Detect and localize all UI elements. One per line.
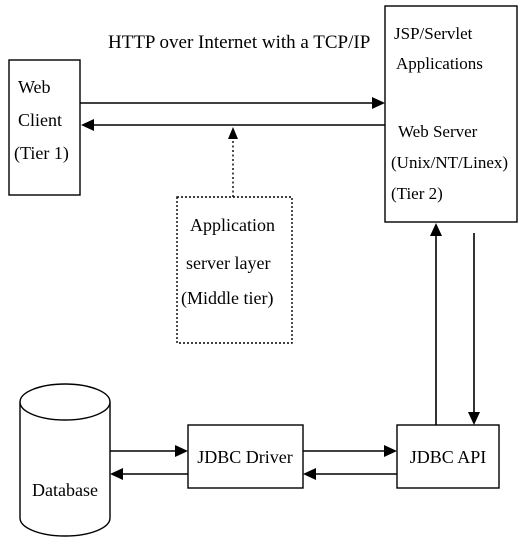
- jdbc-api-label: JDBC API: [410, 447, 487, 467]
- web-client-line-1: Web: [18, 77, 51, 97]
- application-server-box: [176, 196, 293, 344]
- jdbc-api-node: JDBC API: [396, 424, 500, 489]
- arrow-jdbc-api-to-server: [430, 223, 442, 425]
- jdbc-driver-box: [187, 424, 304, 489]
- web-server-line-2: Applications: [396, 54, 483, 73]
- arrow-driver-to-database: [110, 468, 188, 480]
- database-cylinder-top: [19, 383, 111, 421]
- arrow-app-server-to-link: [228, 127, 238, 197]
- application-server-node: Application server layer (Middle tier): [176, 196, 293, 344]
- jdbc-driver-label: JDBC Driver: [197, 447, 293, 467]
- protocol-label: HTTP over Internet with a TCP/IP: [108, 32, 370, 53]
- application-server-line-2: server layer: [186, 253, 270, 273]
- web-server-line-4: Web Server: [398, 122, 478, 141]
- web-server-line-5: (Unix/NT/Linex): [391, 153, 508, 172]
- arrow-api-to-driver: [303, 468, 397, 480]
- database-cylinder-body: [19, 402, 111, 537]
- web-client-box: [8, 59, 81, 196]
- database-label: Database: [32, 480, 98, 500]
- arrow-server-to-client: [81, 119, 385, 131]
- arrow-database-to-driver: [110, 445, 188, 457]
- jdbc-driver-node: JDBC Driver: [187, 424, 304, 489]
- web-client-node: Web Client (Tier 1): [8, 59, 81, 196]
- arrow-driver-to-api: [303, 445, 397, 457]
- web-client-line-2: Client: [18, 110, 62, 130]
- web-server-line-1: JSP/Servlet: [394, 24, 473, 43]
- web-client-line-3: (Tier 1): [14, 143, 69, 164]
- application-server-line-1: Application: [190, 215, 275, 235]
- arrow-client-to-server: [80, 97, 385, 109]
- web-server-node: JSP/Servlet Applications Web Server (Uni…: [384, 5, 518, 223]
- web-server-line-6: (Tier 2): [391, 184, 443, 203]
- jdbc-api-box: [396, 424, 500, 489]
- web-server-box: [384, 5, 518, 223]
- application-server-line-3: (Middle tier): [181, 288, 273, 309]
- database-node: Database: [19, 383, 111, 537]
- arrow-server-to-jdbc-api: [468, 233, 480, 425]
